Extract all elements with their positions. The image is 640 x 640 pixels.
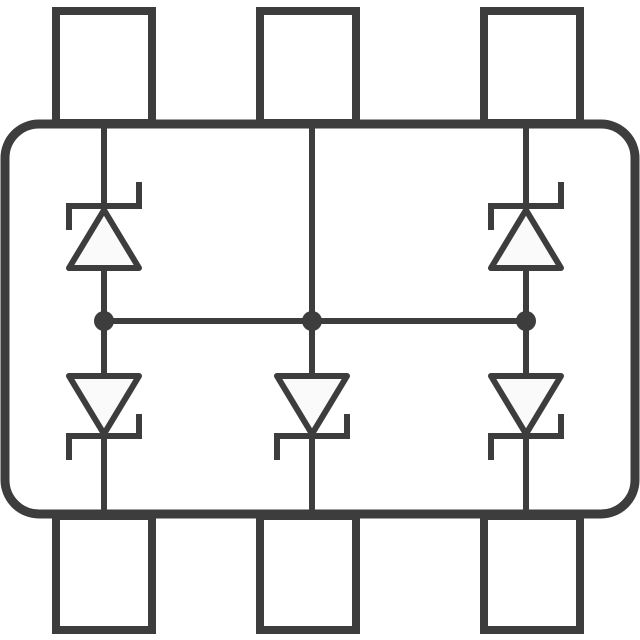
junctions: [94, 311, 536, 331]
diode-triangle: [66, 373, 142, 437]
tvs-diode-bottom-right: [488, 373, 564, 460]
pin-bottom-right: [480, 512, 584, 634]
tvs-diode-bottom-left: [66, 373, 142, 460]
zener-cathode-bar: [488, 414, 564, 460]
zener-cathode-bar: [66, 182, 142, 230]
zener-cathode-bar: [274, 414, 350, 460]
junction-dot-left: [94, 311, 114, 331]
zener-cathode-bar: [488, 182, 564, 230]
pin-top-middle: [256, 7, 360, 127]
junction-dot-middle: [302, 311, 322, 331]
pin-top-left: [52, 7, 156, 127]
pin-top-right: [480, 7, 584, 127]
zener-cathode-bar: [66, 414, 142, 460]
tvs-diode-top-right: [488, 182, 564, 271]
tvs-diode-top-left: [66, 182, 142, 271]
top-pins: [52, 7, 584, 127]
diode-triangle: [66, 207, 142, 271]
tvs-diode-bottom-middle: [274, 373, 350, 460]
junction-dot-right: [516, 311, 536, 331]
pin-bottom-left: [52, 512, 156, 634]
diode-triangle: [488, 373, 564, 437]
bottom-pins: [52, 512, 584, 634]
pin-bottom-middle: [256, 512, 360, 634]
diode-triangle: [488, 207, 564, 271]
diode-triangle: [274, 373, 350, 437]
